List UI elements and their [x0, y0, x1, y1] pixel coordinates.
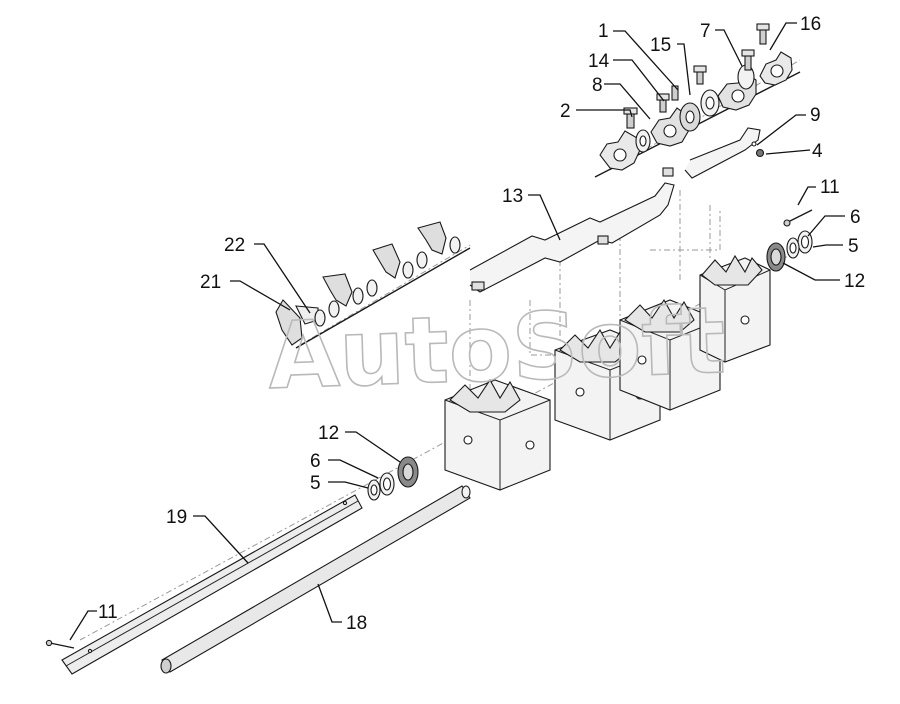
washer	[700, 89, 720, 117]
callout-22: 22	[224, 235, 245, 256]
housing	[699, 254, 771, 363]
callout-11-right: 11	[820, 177, 840, 198]
right-bearing-stack	[766, 209, 813, 272]
sprocket	[599, 130, 641, 171]
washer	[635, 129, 651, 153]
callout-11-left: 11	[98, 602, 118, 623]
sprocket-assembly	[594, 23, 801, 178]
callout-8: 8	[592, 75, 603, 96]
bolt	[656, 93, 670, 113]
callout-15: 15	[650, 35, 671, 56]
lynch-pin	[45, 639, 75, 649]
callout-4: 4	[812, 141, 823, 162]
callout-7: 7	[700, 21, 711, 42]
tine-assembly	[275, 221, 471, 349]
hex-shaft	[61, 494, 363, 675]
callout-2: 2	[560, 101, 571, 122]
tine-holder	[322, 273, 353, 307]
callout-6-right: 6	[850, 207, 861, 228]
housing	[444, 378, 551, 491]
tine-holder	[417, 221, 447, 255]
callout-12-left: 12	[318, 423, 339, 444]
callout-6-left: 6	[310, 451, 321, 472]
sprocket	[759, 51, 793, 86]
bolt	[693, 65, 707, 85]
bolt	[741, 49, 755, 71]
left-bearing-stack	[367, 456, 419, 501]
callout-21: 21	[200, 272, 221, 293]
bracket-plates	[469, 127, 765, 293]
callout-9: 9	[810, 105, 821, 126]
bolt	[756, 23, 770, 45]
callout-1: 1	[598, 21, 609, 42]
callout-19: 19	[166, 507, 187, 528]
round-shaft	[160, 485, 471, 674]
callout-13: 13	[502, 186, 523, 207]
callout-5-left: 5	[310, 473, 321, 494]
callout-18: 18	[346, 613, 367, 634]
watermark-text: AutoSoft	[266, 287, 727, 410]
tine-holder	[372, 243, 401, 279]
callout-16: 16	[800, 14, 821, 35]
leader-lines	[69, 22, 845, 641]
callout-labels: 1 14 15 7 16 8 2 9 4 13 11 6 5 12 22 21 …	[98, 14, 865, 634]
housing	[619, 298, 721, 411]
callout-14: 14	[588, 51, 610, 72]
callout-5-right: 5	[848, 236, 859, 257]
callout-12-right: 12	[844, 271, 865, 292]
chain-wheel	[679, 102, 701, 132]
housing-blocks	[444, 254, 771, 491]
